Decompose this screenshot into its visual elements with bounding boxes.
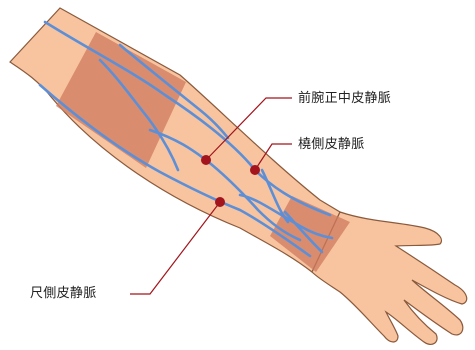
marker-radial-cutaneous-vein [250,165,260,175]
marker-median-antebrachial-vein [201,155,211,165]
label-radial-cutaneous-vein: 橈側皮静脈 [298,137,365,153]
label-ulnar-cutaneous-vein: 尺側皮静脈 [30,286,97,302]
leader-line-ulnar [130,202,220,294]
label-median-antebrachial-vein: 前腕正中皮静脈 [298,91,391,107]
marker-ulnar-cutaneous-vein [215,197,225,207]
